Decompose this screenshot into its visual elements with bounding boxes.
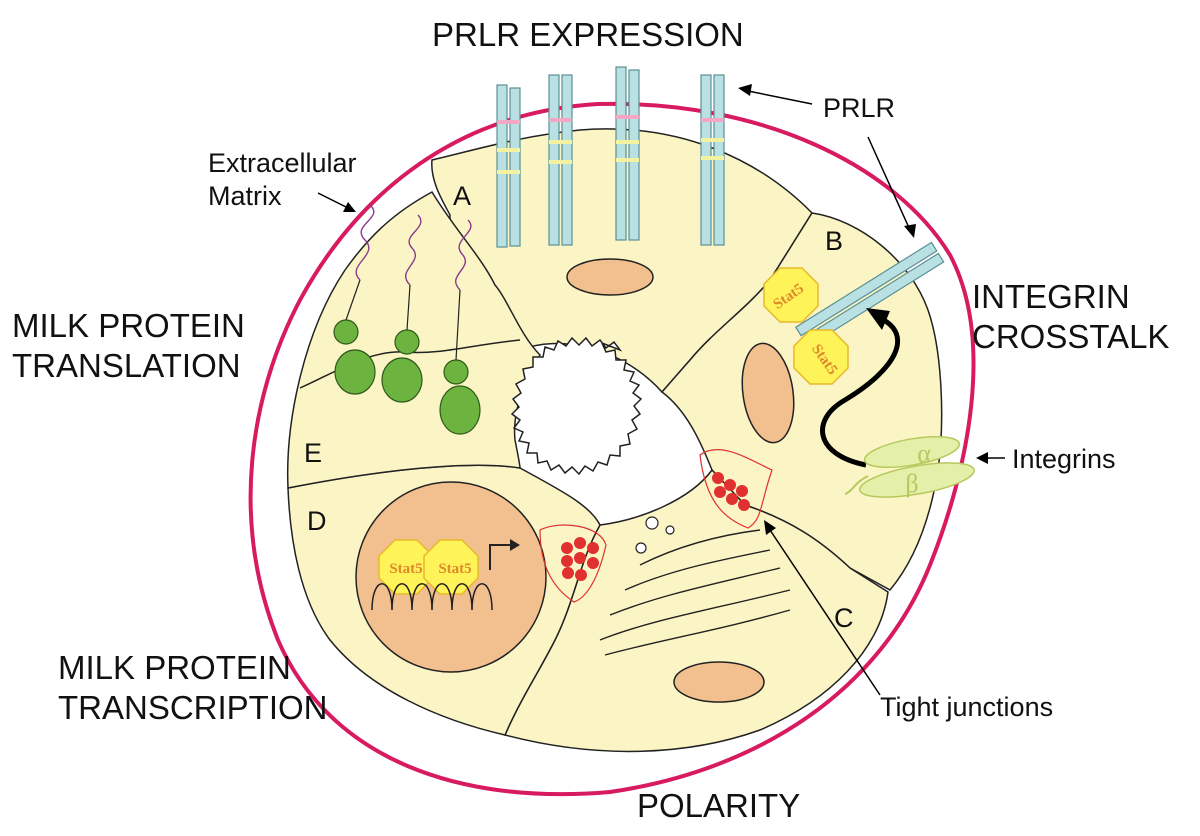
cell-label-a: A	[453, 181, 472, 211]
label-integrins: Integrins	[1012, 444, 1116, 474]
nucleus-cell-a	[566, 258, 654, 296]
integrin-alpha-symbol: α	[917, 439, 931, 468]
secretory-vesicles	[635, 516, 675, 554]
heading-integrin-crosstalk: INTEGRIN CROSSTALK	[972, 278, 1170, 356]
stat5-label-d2: Stat5	[438, 561, 471, 577]
ribosome-stem-1	[345, 279, 361, 321]
integrin-beta	[859, 462, 975, 498]
lumen	[510, 336, 643, 476]
label-tight-junctions: Tight junctions	[880, 692, 1054, 722]
heading-milk-protein-transcription: MILK PROTEIN TRANSCRIPTION	[58, 649, 328, 727]
heading-milk-protein-translation: MILK PROTEIN TRANSLATION	[12, 307, 245, 385]
prlr-membrane-bands	[497, 115, 724, 124]
ribosome-stem-3	[455, 289, 461, 361]
stat5-octagons-cell-b	[763, 267, 849, 385]
prlr-pointer-b-head	[904, 224, 916, 238]
label-prlr: PRLR	[823, 93, 896, 123]
prlr-pointer-head	[738, 84, 752, 96]
integrin-tail	[844, 475, 869, 495]
ribosomes	[333, 319, 481, 435]
cell-label-e: E	[304, 438, 323, 468]
nucleus-cell-b	[741, 342, 795, 444]
stat5-octagons-nucleus	[378, 539, 479, 595]
tight-junction-pointer	[769, 529, 881, 696]
extracellular-matrix-ring	[248, 101, 976, 797]
tight-junctions	[561, 472, 750, 581]
cell-label-b: B	[825, 226, 844, 256]
crosstalk-arrowhead	[866, 308, 890, 330]
integrin-pointer-head	[976, 452, 988, 464]
prlr-pointer	[747, 90, 813, 105]
heading-polarity: POLARITY	[637, 787, 801, 824]
mrna-strands	[355, 204, 472, 291]
heading-prlr-expression: PRLR EXPRESSION	[432, 16, 744, 53]
integrin-beta-symbol: β	[905, 469, 918, 498]
dna-coil	[371, 583, 493, 611]
ecm-pointer	[317, 192, 349, 209]
prlr-pointer-b	[867, 136, 911, 231]
prlr-yellow-bands	[497, 138, 724, 174]
ribosome-stem-2	[406, 284, 411, 331]
cell-label-d: D	[307, 506, 327, 536]
nucleus-cell-c	[673, 661, 765, 703]
prlr-receptor-cell-b	[794, 241, 945, 348]
stat5-label-d1: Stat5	[389, 561, 422, 577]
cell-label-c: C	[834, 603, 854, 633]
crosstalk-arrow	[820, 315, 901, 468]
tight-junction-outlines	[539, 449, 773, 603]
label-extracellular-matrix: Extracellular Matrix	[208, 148, 357, 211]
tight-junction-pointer-head	[764, 520, 776, 535]
transcription-start-arrowhead	[510, 539, 520, 551]
integrin-alpha	[863, 435, 961, 469]
transcription-start-arrow	[489, 544, 512, 570]
ecm-pointer-head	[343, 202, 356, 212]
golgi-stacks	[599, 529, 791, 656]
